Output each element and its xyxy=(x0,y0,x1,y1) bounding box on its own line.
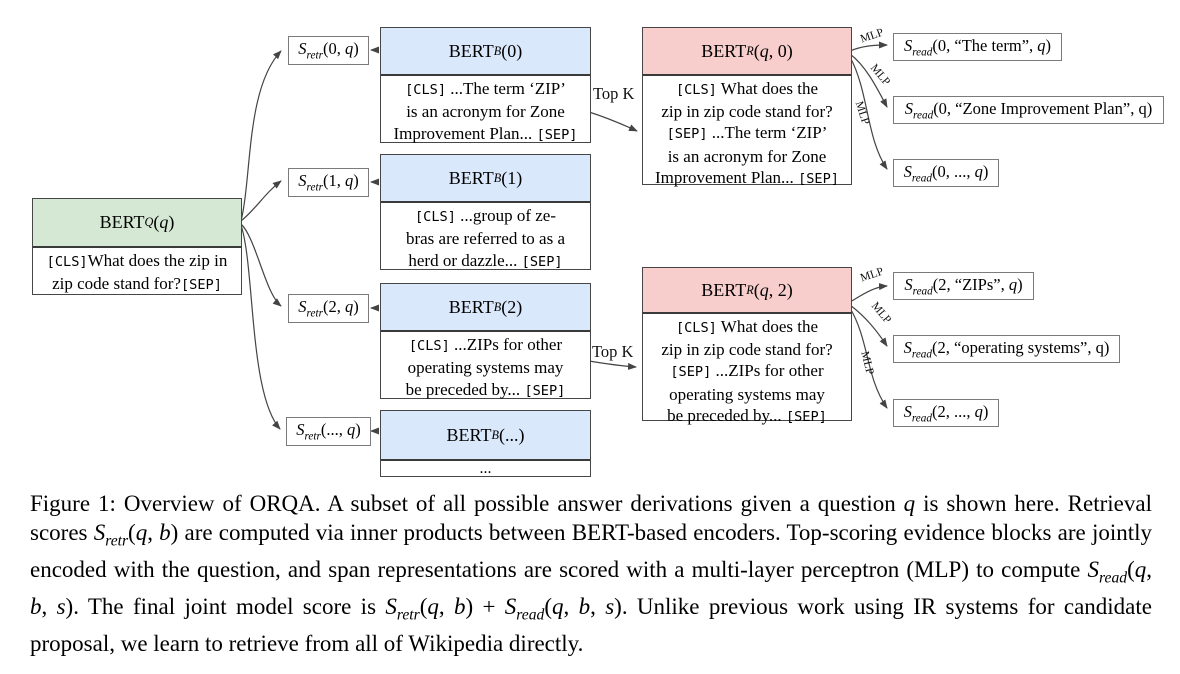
read-score-box-0: Sread(0, “The term”, q) xyxy=(893,33,1062,61)
retrieval-score-label: Sretr(1, q) xyxy=(298,171,359,194)
retrieval-score-box-3: Sretr(..., q) xyxy=(286,417,371,446)
retrieval-score-box-1: Sretr(1, q) xyxy=(288,168,369,197)
read-score-box-3: Sread(2, “ZIPs”, q) xyxy=(893,272,1034,300)
retrieval-score-label: Sretr(2, q) xyxy=(298,297,359,320)
retrieval-score-box-0: Sretr(0, q) xyxy=(288,36,369,65)
edge-mlp-2c xyxy=(849,307,888,409)
read-score-box-5: Sread(2, ..., q) xyxy=(893,399,999,427)
read-score-label: Sread(0, ..., q) xyxy=(903,161,989,185)
edge-mlp-0b xyxy=(849,53,888,108)
read-score-label: Sread(0, “Zone Improvement Plan”, q) xyxy=(904,98,1153,122)
edge-q-to-retr2 xyxy=(240,223,282,307)
read-score-box-4: Sread(2, “operating systems”, q) xyxy=(893,335,1120,363)
block-encoder-passage: [CLS] ...group of ze-bras are referred t… xyxy=(405,206,566,270)
read-score-label: Sread(0, “The term”, q) xyxy=(903,35,1052,59)
retrieval-score-label: Sretr(..., q) xyxy=(296,420,361,443)
topk-label-bottom: Top K xyxy=(592,342,634,361)
read-score-box-1: Sread(0, “Zone Improvement Plan”, q) xyxy=(893,96,1164,124)
edge-mlp-0a xyxy=(849,41,888,52)
edge-q-to-retr3 xyxy=(240,224,281,430)
block-encoder-passage: [CLS] ...The term ‘ZIP’is an acronym for… xyxy=(393,79,578,143)
edge-mlp-2a xyxy=(849,283,888,303)
block-encoder-passage: ... xyxy=(479,460,492,477)
edge-topk-2 xyxy=(588,360,637,370)
edge-mlp-2b xyxy=(849,304,888,347)
connector-edges xyxy=(240,41,888,435)
read-score-label: Sread(2, ..., q) xyxy=(903,401,989,425)
retrieval-score-label: Sretr(0, q) xyxy=(298,39,359,62)
figure-caption: Figure 1: Overview of ORQA. A subset of … xyxy=(30,491,1153,656)
edge-q-to-retr0 xyxy=(240,50,282,222)
topk-label-top: Top K xyxy=(593,84,635,103)
read-score-box-2: Sread(0, ..., q) xyxy=(893,159,999,187)
read-score-label: Sread(2, “ZIPs”, q) xyxy=(904,274,1023,298)
edge-mlp-0c xyxy=(849,56,888,170)
edge-topk-0 xyxy=(588,111,638,132)
read-score-label: Sread(2, “operating systems”, q) xyxy=(903,337,1110,361)
edge-q-to-retr1 xyxy=(240,180,282,222)
retrieval-score-box-2: Sretr(2, q) xyxy=(288,294,369,323)
